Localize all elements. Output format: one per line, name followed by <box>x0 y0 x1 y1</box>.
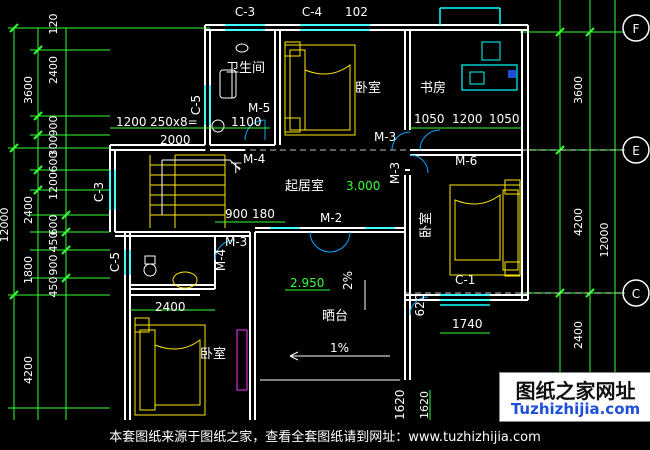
dim-left-3: 900 <box>47 116 60 137</box>
grid-axis-lines <box>110 149 623 294</box>
room-bedroom-2: 卧室 <box>418 212 434 238</box>
bathroom-fixtures <box>143 43 249 289</box>
window-tag-c3-top: C-3 <box>235 5 255 19</box>
bed-2 <box>449 184 521 276</box>
opening-tags: C-3 C-5 C-5 M-5 M-4 M-4 M-3 M-3 M-3 M-6 … <box>92 95 477 287</box>
room-bathroom: 卫生间 <box>226 61 265 76</box>
dim-left-2: 3600 <box>22 76 35 104</box>
dim-left-8: 12000 <box>0 208 11 243</box>
room-balcony: 晒台 <box>322 309 348 324</box>
study-desk <box>461 41 518 91</box>
dim-inner-6: 1050 <box>489 112 520 126</box>
left-dimension-lines <box>8 27 210 420</box>
dim-inner-5: 1200 <box>452 112 483 126</box>
slope-2pct: 2% <box>341 271 355 290</box>
exterior-walls <box>109 24 529 420</box>
level-mark-3000: 3.000 <box>346 179 380 193</box>
slope-1pct: 1% <box>330 341 349 355</box>
dim-left-13: 450 <box>47 277 60 298</box>
axis-bubble-f <box>622 14 650 42</box>
room-study: 书房 <box>420 80 446 96</box>
dim-inner-9: 2400 <box>155 300 186 314</box>
dim-inner-1: 250x8= <box>150 115 198 129</box>
tag-c5-b: C-5 <box>108 252 122 272</box>
slope-arrows <box>236 280 400 391</box>
window-tag-c4-top: C-4 <box>302 5 322 19</box>
laundry <box>172 271 198 289</box>
dim-left-9: 600 <box>47 215 60 236</box>
right-dimension-texts: 3600 4200 12000 2400 1620 <box>418 76 611 419</box>
bed-1 <box>284 44 356 136</box>
dim-inner-2: 2000 <box>160 133 191 147</box>
left-dimension-texts: 120 2400 3600 900 300 600 1200 2400 1200… <box>0 14 60 385</box>
stair-down-label: 下 <box>230 161 242 175</box>
tag-m3-c: M-3 <box>225 235 247 249</box>
tag-m5: M-5 <box>248 101 270 115</box>
tag-m2: M-2 <box>320 211 342 225</box>
watermark-badge: 图纸之家网址 Tuzhizhijia.com <box>499 372 650 422</box>
grid-axis-bubbles <box>622 14 650 307</box>
tag-m3-a: M-3 <box>374 130 396 144</box>
watermark-title: 图纸之家网址 <box>515 379 636 403</box>
watermark-url: Tuzhizhijia.com <box>510 400 641 418</box>
room-bedroom-3: 卧室 <box>200 346 226 362</box>
tag-c1: C-1 <box>455 273 475 287</box>
axis-label-e: E <box>632 144 640 158</box>
left-dimension-ticks <box>9 23 71 300</box>
inner-dimension-lines <box>110 127 522 420</box>
dim-left-6: 1200 <box>47 172 60 200</box>
tag-m4-b: M-4 <box>214 249 228 271</box>
axis-label-c: C <box>632 287 640 301</box>
tag-m3-b: M-3 <box>388 162 402 184</box>
room-living: 起居室 <box>285 178 324 194</box>
dim-inner-8: 180 <box>252 207 275 221</box>
dim-top-102: 102 <box>345 5 368 19</box>
dim-inner-3: 1100 <box>231 115 262 129</box>
doors <box>214 119 441 316</box>
dim-left-5: 600 <box>47 152 60 173</box>
dim-right-1: 4200 <box>572 208 585 236</box>
right-dimension-ticks <box>555 27 595 298</box>
tag-c5-a: C-5 <box>189 95 203 115</box>
dim-left-12: 900 <box>47 255 60 276</box>
room-bedroom-1: 卧室 <box>355 80 381 96</box>
dim-right-3: 2400 <box>572 321 585 349</box>
dim-inner-7: 900 <box>225 207 248 221</box>
dim-right-2: 12000 <box>598 223 611 258</box>
dim-inner-10: 1740 <box>452 317 483 331</box>
stair-arrow <box>161 159 241 215</box>
bed-3 <box>134 324 206 416</box>
right-dimension-lines <box>520 0 625 420</box>
staircase <box>149 154 226 228</box>
dim-inner-4: 1050 <box>414 112 445 126</box>
dim-left-14: 4200 <box>22 356 35 384</box>
washbasin <box>235 43 249 53</box>
footer-caption: 本套图纸来源于图纸之家，查看全套图纸请到网址：www.tuzhizhijia.c… <box>0 426 650 450</box>
axis-bubble-c <box>622 279 650 307</box>
dim-inner-0: 1200 <box>116 115 147 129</box>
bed-furniture <box>134 41 521 416</box>
level-mark-2950: 2.950 <box>290 276 324 290</box>
dim-left-11: 1800 <box>22 256 35 284</box>
dim-left-10: 450 <box>47 232 60 253</box>
dim-left-7: 2400 <box>22 196 35 224</box>
dim-left-1: 2400 <box>47 56 60 84</box>
inner-dimension-texts: 1200 250x8= 2000 1100 1050 1200 1050 900… <box>116 112 520 420</box>
dim-inner-12: 1620 <box>393 389 407 420</box>
dim-inner-11: 620 <box>413 294 427 317</box>
tag-m4-a: M-4 <box>243 152 265 166</box>
axis-label-f: F <box>633 22 640 36</box>
dim-left-4: 300 <box>47 136 60 157</box>
tag-m6: M-6 <box>455 154 477 168</box>
dim-left-0: 120 <box>47 14 60 35</box>
tag-c3-left: C-3 <box>92 182 106 202</box>
windows <box>109 7 501 306</box>
dim-right-0: 3600 <box>572 76 585 104</box>
dim-right-4: 1620 <box>418 391 431 419</box>
